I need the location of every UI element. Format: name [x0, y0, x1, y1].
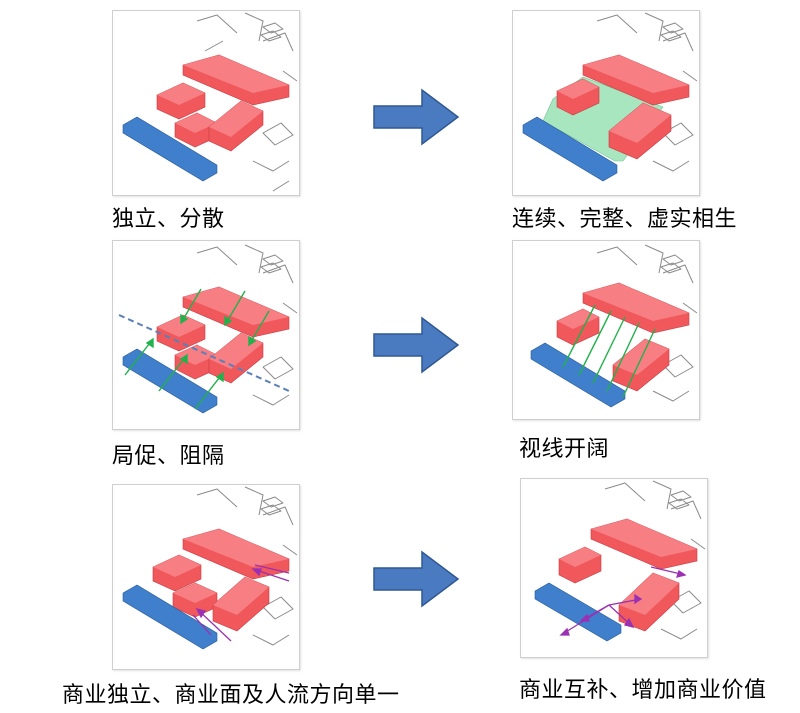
red-building-top-row: [582, 282, 690, 334]
transform-arrow-icon-row3: [373, 550, 460, 608]
panel-before-row2: [112, 240, 300, 430]
red-building-left: [156, 314, 206, 352]
red-building-right: [608, 102, 672, 160]
transform-arrow-icon-row1: [373, 88, 460, 146]
panel-after-row3: [520, 478, 708, 658]
transform-arrow-icon-row2: [373, 316, 460, 374]
blue-building-strip: [522, 116, 618, 182]
red-building-top-row: [590, 518, 698, 570]
blue-building-strip: [122, 116, 218, 182]
red-building-right: [212, 576, 270, 632]
pedestrian-flow-arrows: [192, 564, 290, 642]
red-building-left: [556, 78, 600, 116]
blue-building-strip: [530, 342, 626, 408]
site-diagram-obstructed: [118, 244, 298, 414]
red-building-left: [556, 308, 600, 346]
site-diagram-complementary-flow: [534, 480, 706, 642]
red-building-top-row: [582, 54, 690, 106]
site-diagram-continuous: [522, 12, 698, 182]
red-building-left: [156, 82, 206, 120]
caption-before-row3: 商业独立、商业面及人流方向单一: [62, 683, 400, 708]
blue-building-strip: [122, 584, 218, 650]
red-building-left: [152, 554, 202, 592]
site-diagram-independent: [122, 12, 298, 192]
red-building-right: [618, 572, 680, 632]
site-diagram-single-flow: [122, 486, 298, 650]
caption-after-row2: 视线开阔: [519, 437, 610, 462]
red-building-center: [172, 582, 218, 618]
caption-after-row1: 连续、完整、虚实相生: [512, 207, 738, 232]
panel-after-row1: [512, 10, 700, 196]
red-building-top-row: [182, 54, 290, 106]
blue-building-strip: [534, 582, 622, 642]
blue-building-strip: [122, 348, 218, 414]
caption-before-row2: 局促、阻隔: [112, 444, 225, 469]
red-building-center: [174, 112, 218, 148]
panel-before-row3: [112, 484, 300, 670]
caption-after-row3: 商业互补、增加商业价值: [519, 678, 767, 703]
dashed-axis-line: [118, 314, 290, 392]
open-sightline-lines: [562, 304, 656, 398]
red-building-left: [558, 546, 602, 584]
blocked-sightline-arrows: [124, 288, 270, 410]
site-diagram-open-sightlines: [530, 244, 698, 408]
red-building-right: [208, 100, 264, 152]
red-building-right: [612, 338, 670, 392]
caption-before-row1: 独立、分散: [112, 207, 225, 232]
pedestrian-flow-arrows: [559, 566, 687, 636]
panel-before-row1: [112, 10, 300, 196]
panel-after-row2: [512, 240, 700, 420]
